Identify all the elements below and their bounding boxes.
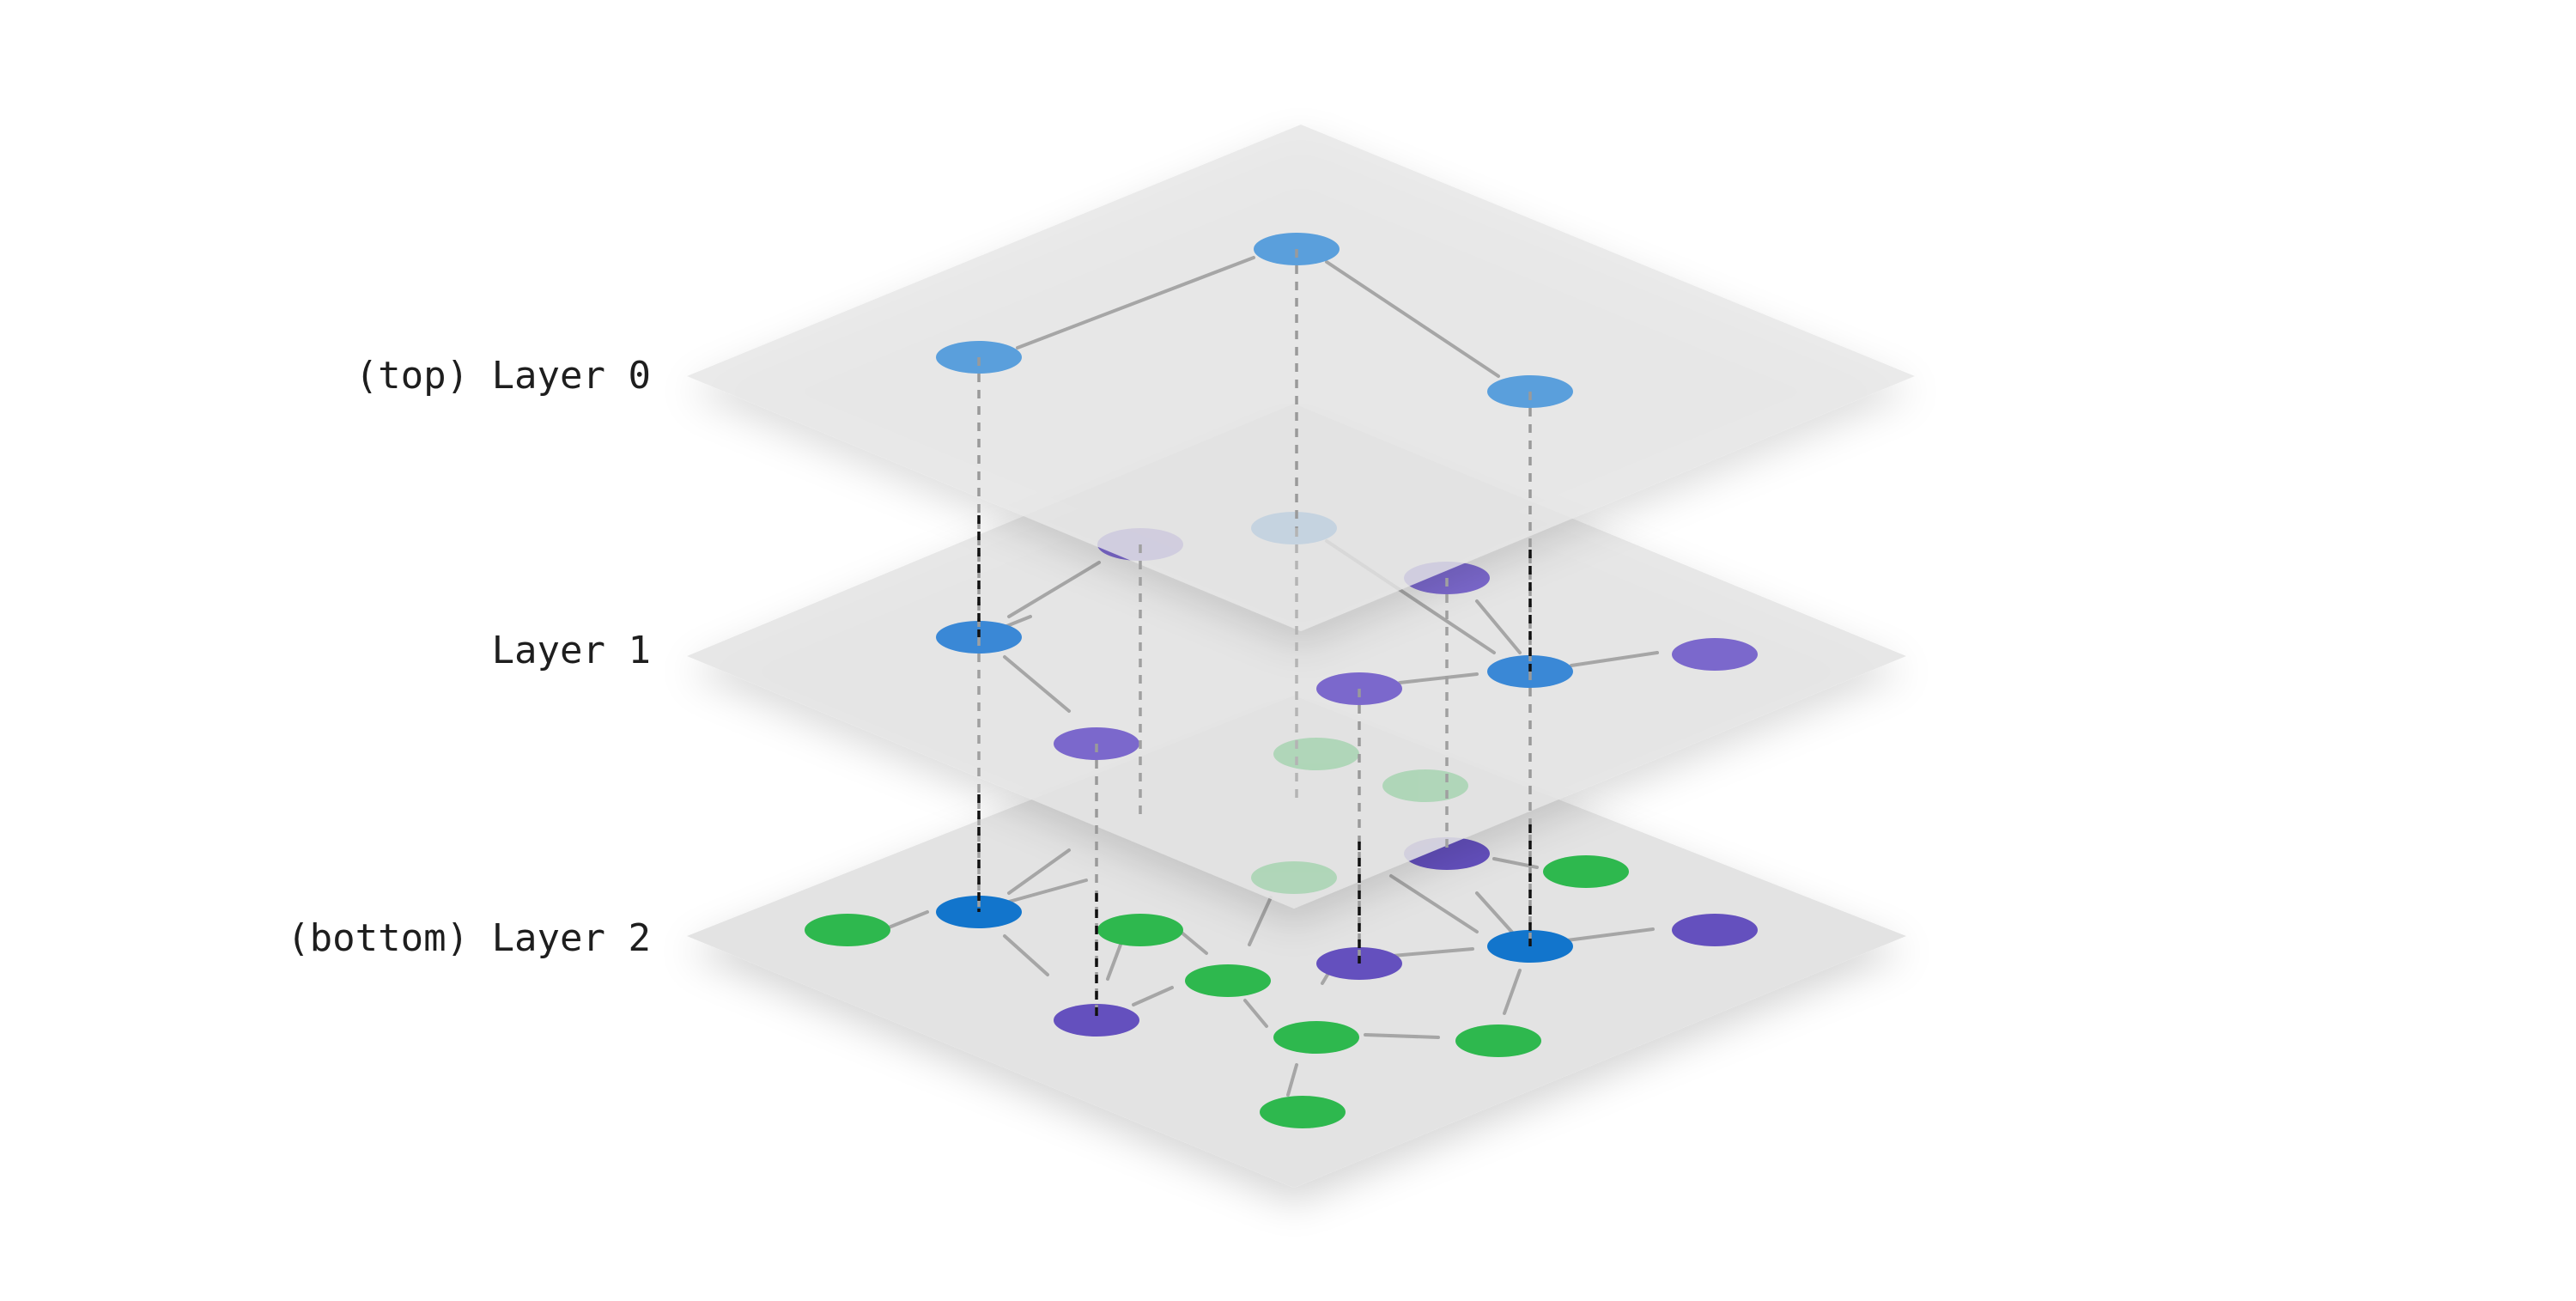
edge: [1286, 1063, 1298, 1097]
node-green-ghost: [1273, 738, 1359, 770]
edge: [1003, 615, 1032, 629]
edge: [1570, 651, 1659, 667]
layer-1-label: Layer 1: [492, 629, 651, 672]
edge: [1492, 857, 1539, 869]
edge: [1016, 256, 1255, 350]
layer-1-plane: [687, 404, 1906, 909]
node-green-ghost: [1382, 769, 1468, 802]
node-purple: [1054, 1004, 1139, 1037]
edge: [1003, 655, 1071, 713]
node-green: [1543, 855, 1629, 888]
edge: [1565, 927, 1655, 942]
edge: [1132, 986, 1174, 1006]
layer-0-label: (top) Layer 0: [355, 354, 651, 398]
node-green-ghost: [1251, 861, 1337, 894]
edge: [1007, 878, 1088, 903]
edge: [1179, 930, 1208, 955]
node-purple: [1672, 914, 1758, 946]
layer-0-plane-group: [687, 125, 1915, 631]
edge: [1248, 896, 1273, 946]
edge: [1475, 891, 1517, 938]
edge: [1475, 599, 1522, 654]
edge: [1007, 561, 1101, 618]
edge: [1106, 943, 1122, 981]
edge: [1003, 934, 1049, 976]
node-green: [1273, 1021, 1359, 1054]
node-green: [1185, 964, 1271, 997]
node-green: [1455, 1024, 1541, 1057]
edge: [1503, 969, 1522, 1015]
node-green: [1260, 1096, 1346, 1128]
node-green: [1097, 914, 1183, 946]
node-green: [805, 914, 890, 946]
layer-0-edges: [1016, 256, 1500, 378]
edge: [1007, 848, 1071, 895]
node-purple: [1672, 638, 1758, 671]
layer-2-plane: [687, 696, 1906, 1188]
edge: [1364, 1033, 1440, 1039]
layer-labels: (top) Layer 0 Layer 1 (bottom) Layer 2: [287, 354, 651, 960]
edge: [887, 910, 929, 929]
inter-layer-links: [977, 249, 1532, 1020]
layer-0-plane: [687, 125, 1915, 631]
edge: [1243, 999, 1268, 1028]
edge: [1325, 260, 1500, 378]
layer-2-label: (bottom) Layer 2: [287, 916, 651, 960]
edge: [1398, 672, 1479, 684]
layer-2-edges: [887, 848, 1655, 1097]
edge: [1391, 947, 1474, 958]
edge: [1389, 874, 1479, 933]
